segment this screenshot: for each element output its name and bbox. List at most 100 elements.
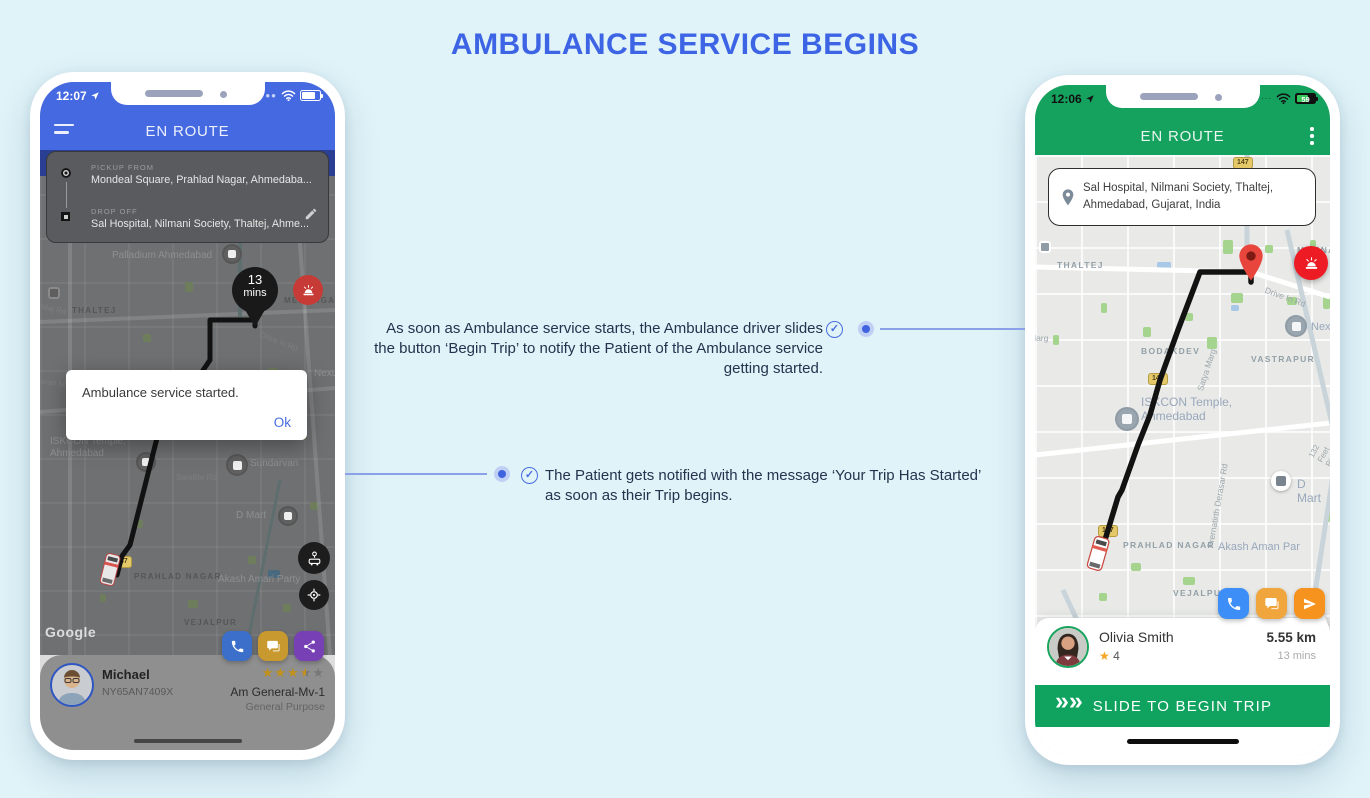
- driver-plate: NY65AN7409X: [102, 686, 174, 698]
- map-label-iskcon: ISKCON Temple, Ahmedabad: [50, 436, 126, 459]
- chat-patient-button[interactable]: [1256, 588, 1287, 619]
- pickup-icon: [61, 168, 71, 178]
- camera-dot: [219, 91, 227, 98]
- siren-icon: [303, 284, 313, 295]
- signal-icon: ●●: [265, 91, 277, 100]
- map-label-akash-amari: Akash Amari Party: [218, 574, 301, 585]
- signal-icon: ····: [1257, 94, 1272, 103]
- driver-info-card: Michael NY65AN7409X ★★★★★★★★★★ Am Genera…: [40, 655, 335, 750]
- patient-rating: 4: [1113, 649, 1120, 663]
- overflow-menu-icon[interactable]: [1310, 127, 1314, 148]
- dropoff-value: Sal Hospital, Nilmani Society, Thaltej, …: [91, 218, 309, 230]
- map-label-vejalpur: VEJALPUR: [1173, 588, 1229, 598]
- bottom-strip: [1035, 727, 1330, 755]
- dialog-ok-button[interactable]: Ok: [273, 415, 291, 430]
- home-indicator[interactable]: [133, 739, 242, 743]
- phone-icon: [1227, 597, 1240, 610]
- sos-siren-button[interactable]: [293, 275, 323, 305]
- route-polyline: [1097, 269, 1254, 560]
- slide-to-begin-trip-button[interactable]: »» SLIDE TO BEGIN TRIP: [1035, 685, 1330, 727]
- chat-icon: [1264, 597, 1278, 609]
- destination-pin: [1237, 243, 1265, 288]
- check-circle-icon: ✓: [521, 467, 538, 484]
- phone-icon: [231, 640, 243, 652]
- eta-marker: 13 mins: [232, 267, 278, 313]
- route-connector: [65, 182, 67, 208]
- poi-icon: [280, 508, 296, 524]
- menu-icon[interactable]: [54, 124, 74, 139]
- patient-info-card: Olivia Smith ★ 4 5.55 km 13 mins: [1035, 618, 1330, 685]
- map-label-prahlad-nagar: PRAHLAD NAGAR: [134, 572, 222, 581]
- pencil-icon: [305, 208, 317, 220]
- call-patient-button[interactable]: [1218, 588, 1249, 619]
- call-driver-button[interactable]: [222, 631, 252, 661]
- dropoff-icon: [61, 212, 70, 221]
- chat-driver-button[interactable]: [258, 631, 288, 661]
- patient-screen-title: EN ROUTE: [145, 122, 230, 140]
- connector-dot: [494, 466, 510, 482]
- patient-avatar: [1047, 626, 1089, 668]
- pickup-value: Mondeal Square, Prahlad Nagar, Ahmedaba.…: [91, 174, 312, 186]
- google-logo: Google: [45, 624, 97, 640]
- location-arrow-icon: [1086, 95, 1094, 103]
- vehicle-model: Am General-Mv-1: [230, 685, 325, 699]
- map-label-d-mart: D Mart: [1297, 477, 1321, 506]
- trip-distance: 5.55 km: [1266, 630, 1316, 645]
- share-icon: [303, 640, 315, 652]
- pickup-label: PICKUP FROM: [91, 163, 154, 172]
- send-icon: [1303, 598, 1316, 609]
- map-label-prahlad-nagar: PRAHLAD NAGAR: [1123, 540, 1215, 550]
- destination-address: Sal Hospital, Nilmani Society, Thaltej, …: [1083, 181, 1274, 211]
- map-label-akash-aman: Akash Aman Par: [1218, 541, 1300, 553]
- car-pin-icon: [308, 551, 320, 566]
- my-location-button[interactable]: [299, 580, 329, 610]
- driver-screen-title: EN ROUTE: [1140, 127, 1225, 145]
- edit-destination-button[interactable]: [304, 207, 318, 226]
- battery-icon: 59: [1295, 93, 1318, 104]
- patient-note-text: The Patient gets notified with the messa…: [545, 467, 981, 504]
- battery-icon: [300, 90, 323, 101]
- page-title: AMBULANCE SERVICE BEGINS: [450, 28, 920, 61]
- check-circle-icon: ✓: [826, 321, 843, 338]
- patient-time: 12:07: [56, 89, 100, 103]
- location-arrow-icon: [91, 92, 99, 100]
- map-label-nexus: Nexu: [1311, 321, 1330, 333]
- map-label-satellite-rd: Satellite Rd: [176, 473, 217, 482]
- patient-phone-mockup: 12:07 ●● EN ROUTE: [30, 72, 345, 760]
- speaker-slot: [144, 90, 203, 97]
- driver-map[interactable]: 147MEMNAGARTHALTEJDrive In RdNexuMargBOD…: [1035, 155, 1330, 685]
- map-label-nexus: Nexu: [314, 368, 335, 379]
- map-label-palladium: Palladium Ahmedabad: [112, 250, 213, 261]
- map-label-sundarvan: Sundarvan: [250, 458, 299, 469]
- chat-icon: [266, 640, 280, 651]
- driver-phone-mockup: 12:06 ···· 59 EN ROUTE: [1025, 75, 1340, 765]
- speaker-slot: [1139, 93, 1198, 100]
- trip-locations-card: PICKUP FROM Mondeal Square, Prahlad Naga…: [46, 151, 329, 243]
- driver-name: Michael: [102, 667, 150, 682]
- poi-icon: [228, 456, 246, 474]
- poi-icon: [1287, 317, 1305, 335]
- wifi-icon: [281, 90, 296, 101]
- patient-name: Olivia Smith: [1099, 629, 1174, 645]
- trip-started-dialog: Ambulance service started. Ok: [66, 370, 307, 440]
- map-label-d-mart: D Mart: [236, 510, 266, 521]
- navigate-button[interactable]: [1294, 588, 1325, 619]
- connector-line: [345, 473, 487, 475]
- poi-icon: [1117, 409, 1137, 429]
- driver-time: 12:06: [1051, 92, 1095, 106]
- transit-icon: [1039, 241, 1051, 253]
- transit-icon: [48, 287, 60, 299]
- share-trip-button[interactable]: [294, 631, 324, 661]
- map-label-vastrapur: VASTRAPUR: [1251, 354, 1315, 364]
- connector-dot: [858, 321, 874, 337]
- vehicle-tracking-button[interactable]: [298, 542, 330, 574]
- destination-address-card[interactable]: Sal Hospital, Nilmani Society, Thaltej, …: [1048, 168, 1316, 226]
- connector-line: [880, 328, 1025, 330]
- driver-avatar: [50, 663, 94, 707]
- wifi-icon: [1276, 93, 1291, 104]
- poi-icon: [1271, 471, 1291, 491]
- sos-siren-button[interactable]: [1294, 246, 1328, 280]
- home-indicator[interactable]: [1126, 739, 1239, 744]
- patient-app-bar: EN ROUTE: [40, 112, 335, 150]
